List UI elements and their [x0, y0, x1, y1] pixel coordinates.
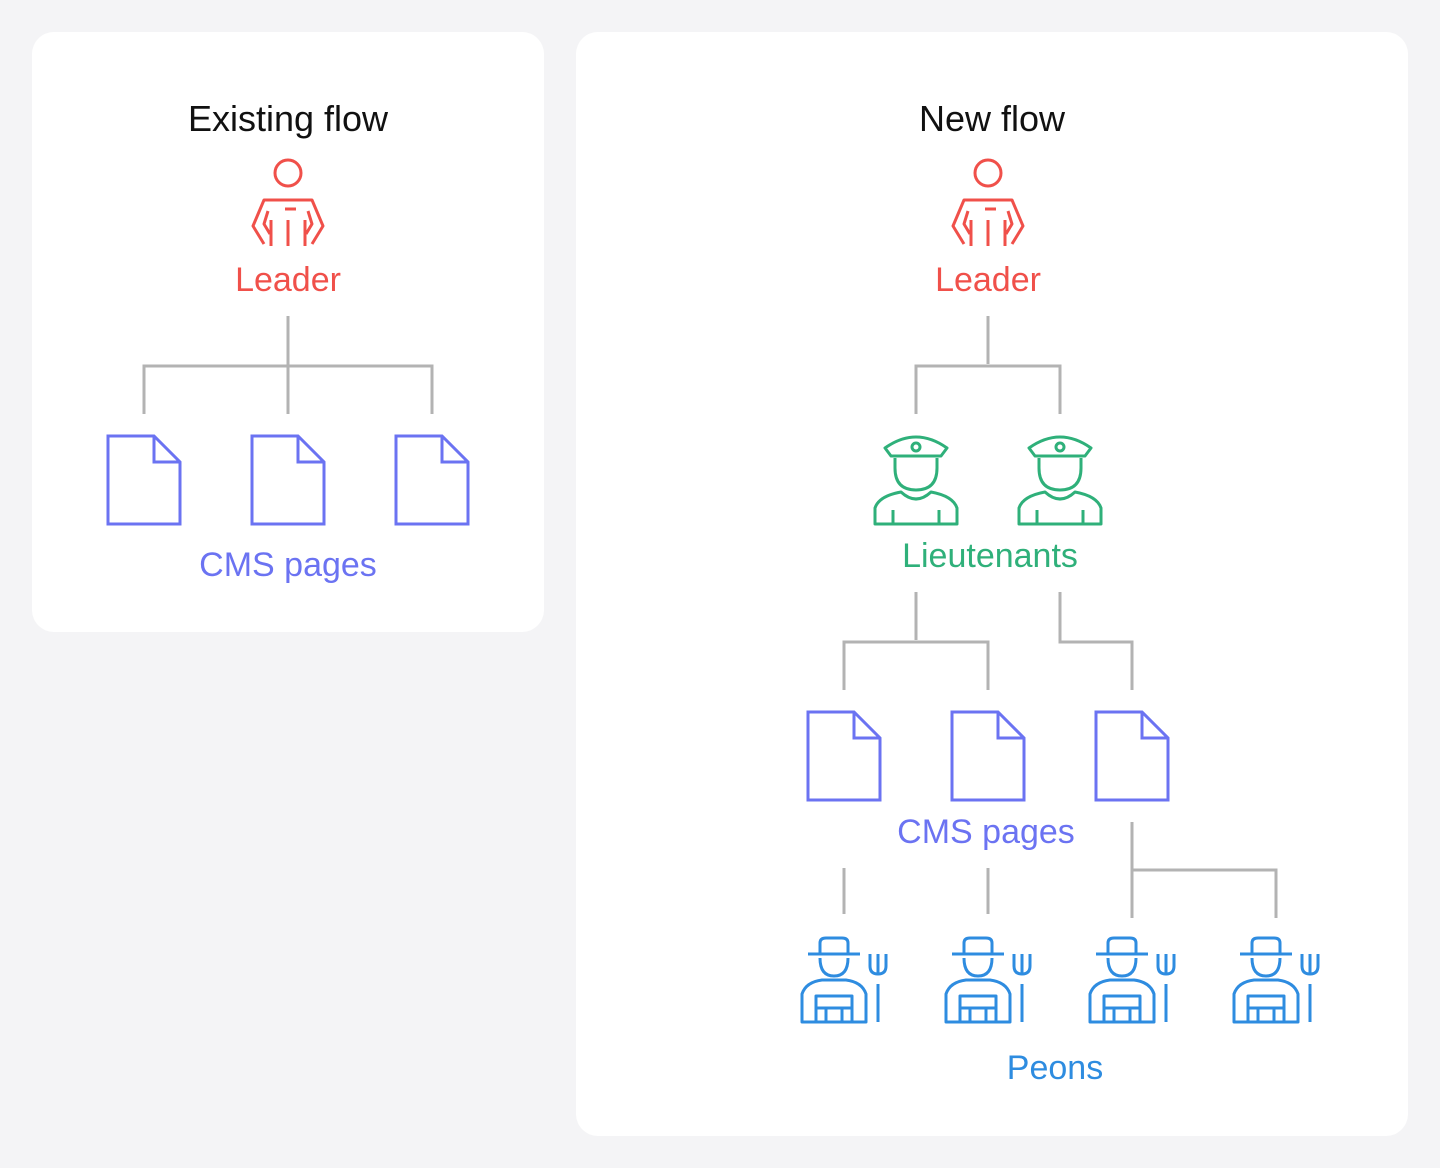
- new-page-icon-1: [806, 710, 882, 802]
- lieutenant-icon-1: [873, 435, 959, 526]
- lieutenant-2-branch: [1058, 592, 1134, 690]
- existing-page-icon-1: [106, 434, 182, 526]
- existing-page-icon-2: [250, 434, 326, 526]
- existing-pages-label: CMS pages: [199, 546, 377, 584]
- new-leader-label: Leader: [935, 261, 1041, 299]
- new-leader-icon: [951, 158, 1025, 248]
- peons-label: Peons: [1007, 1049, 1103, 1087]
- existing-leader-label: Leader: [235, 261, 341, 299]
- peon-icon-4: [1232, 936, 1320, 1024]
- existing-flow-title: Existing flow: [187, 98, 389, 139]
- new-flow-title: New flow: [918, 98, 1066, 139]
- peon-icon-2: [944, 936, 1032, 1024]
- lieutenants-label: Lieutenants: [902, 537, 1078, 575]
- existing-leader-icon: [251, 158, 325, 248]
- peon-icon-3: [1088, 936, 1176, 1024]
- peon-icon-1: [800, 936, 888, 1024]
- new-lieutenant-branch: [914, 364, 1062, 414]
- new-pages-label: CMS pages: [897, 813, 1075, 851]
- page-3-branch: [1132, 868, 1278, 918]
- lieutenant-1-branch: [842, 640, 990, 690]
- existing-page-icon-3: [394, 434, 470, 526]
- new-page-icon-2: [950, 710, 1026, 802]
- lieutenant-icon-2: [1017, 435, 1103, 526]
- existing-page-branch: [142, 364, 434, 414]
- new-page-icon-3: [1094, 710, 1170, 802]
